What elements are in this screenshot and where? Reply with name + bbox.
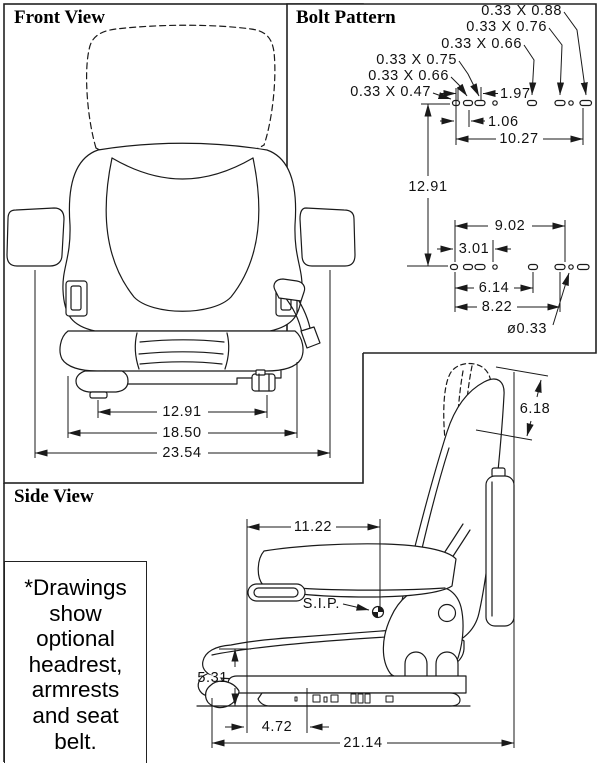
side-base-plate <box>257 692 461 707</box>
dim-side-front-offset: 4.72 <box>262 719 293 735</box>
bolt-pattern-drawing: 0.33 X 0.88 0.33 X 0.76 0.33 X 0.66 0.33… <box>350 3 593 337</box>
dim-9-02: 9.02 <box>495 218 526 234</box>
dim-12-91-vert: 12.91 <box>408 179 447 195</box>
note-line: and seat <box>32 702 119 728</box>
callout-slot-088: 0.33 X 0.88 <box>481 3 562 19</box>
dim-side-backrest-height: 6.18 <box>520 401 551 417</box>
bolt-row-top <box>451 99 593 107</box>
bolt-pattern-panel-fill <box>287 4 596 353</box>
dim-1-97: 1.97 <box>500 86 531 102</box>
side-armrest-slide <box>247 583 306 602</box>
front-cushion <box>59 330 304 372</box>
callout-slot-076: 0.33 X 0.76 <box>466 19 547 35</box>
dim-side-length: 21.14 <box>343 735 382 751</box>
front-left-foot <box>75 370 129 393</box>
dim-front-outer: 23.54 <box>162 445 201 461</box>
dim-front-inner: 12.91 <box>162 404 201 420</box>
dim-10-27: 10.27 <box>499 131 538 147</box>
note-line: *Drawings <box>24 575 127 600</box>
sip-label: S.I.P. <box>303 596 340 612</box>
dim-8-22: 8.22 <box>482 299 513 315</box>
front-left-armrest <box>6 207 65 267</box>
front-backrest <box>62 142 303 332</box>
front-right-armrest <box>299 207 356 267</box>
front-seatbelt-buckle <box>273 278 306 302</box>
callout-slot-047: 0.33 X 0.47 <box>350 84 431 100</box>
front-view-title: Front View <box>14 7 105 28</box>
panel-frames <box>3 3 597 762</box>
side-headrest-outline <box>443 362 492 470</box>
callout-slot-066b: 0.33 X 0.66 <box>368 68 449 84</box>
note-line: show <box>49 600 102 626</box>
dim-side-height: 5.31 <box>197 670 228 686</box>
dim-1-06: 1.06 <box>488 114 519 130</box>
front-headrest-outline <box>86 24 276 149</box>
front-view-dimensions: 12.91 18.50 23.54 <box>34 270 331 461</box>
side-view-drawing <box>196 362 515 709</box>
dim-front-mid: 18.50 <box>162 425 201 441</box>
note-line: belt. <box>54 728 97 754</box>
side-belt-retractor <box>485 475 515 627</box>
dim-3-01: 3.01 <box>459 241 490 257</box>
sip-symbol <box>371 605 385 619</box>
dim-6-14: 6.14 <box>479 280 510 296</box>
note-line: optional <box>36 626 115 652</box>
bolt-pattern-title: Bolt Pattern <box>296 7 396 28</box>
front-view-drawing <box>6 24 356 399</box>
side-view-title: Side View <box>14 486 94 507</box>
dim-hole-diameter: ø0.33 <box>507 321 547 337</box>
callout-slot-066a: 0.33 X 0.66 <box>441 36 522 52</box>
bolt-pattern-panel-border <box>286 3 597 354</box>
side-view-dimensions: 11.22 S.I.P. 6.18 5.31 4.72 21.14 <box>197 366 551 751</box>
dim-side-sip-setback: 11.22 <box>294 519 332 535</box>
drawing-note: *Drawings show optional headrest, armres… <box>4 561 147 763</box>
callout-slot-075: 0.33 X 0.75 <box>376 52 457 68</box>
side-base-rail <box>227 675 467 694</box>
note-line: armrests <box>31 677 120 703</box>
note-line: headrest, <box>28 651 123 677</box>
bolt-row-bottom <box>449 263 590 271</box>
front-right-knob <box>251 373 276 392</box>
